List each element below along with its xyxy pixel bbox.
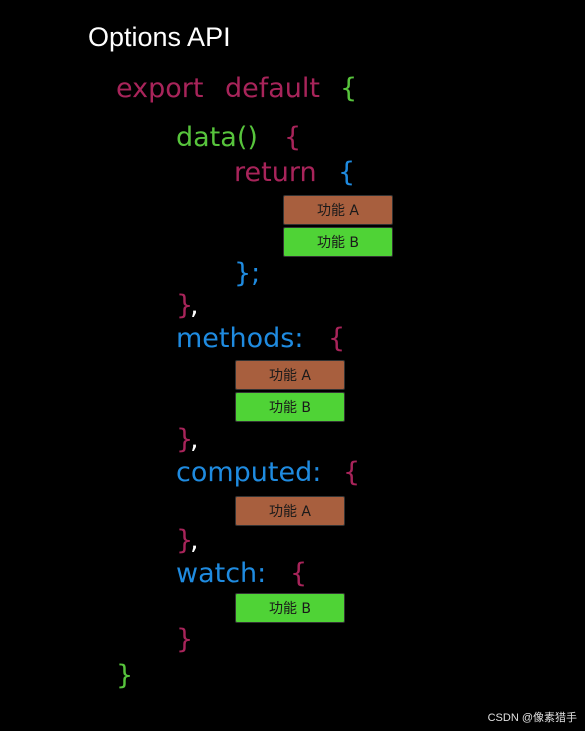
data-function: data() (176, 122, 258, 153)
return-close-brace: }; (234, 258, 261, 289)
return-open-brace: { (338, 157, 356, 188)
watch-open-brace: { (290, 558, 308, 589)
methods-open-brace: { (328, 323, 346, 354)
data-comma: , (190, 290, 199, 321)
feature-a-box-data: 功能 A (283, 195, 393, 225)
default-keyword: default (225, 73, 321, 104)
return-keyword: return (234, 157, 317, 188)
feature-a-box-computed: 功能 A (235, 496, 345, 526)
watch-key: watch: (176, 558, 267, 589)
export-keyword: export (116, 73, 204, 104)
computed-comma: , (190, 525, 199, 556)
computed-key: computed: (176, 457, 322, 488)
watch-close-brace: } (176, 624, 194, 655)
methods-key: methods: (176, 323, 304, 354)
export-open-brace: { (340, 73, 358, 104)
data-close-brace: } (176, 290, 194, 321)
export-close-brace: } (116, 660, 134, 691)
feature-b-box-methods: 功能 B (235, 392, 345, 422)
feature-b-box-watch: 功能 B (235, 593, 345, 623)
watermark: CSDN @像素猎手 (487, 712, 577, 724)
methods-comma: , (190, 424, 199, 455)
data-open-brace: { (284, 122, 302, 153)
feature-a-box-methods: 功能 A (235, 360, 345, 390)
methods-close-brace: } (176, 424, 194, 455)
diagram-title: Options API (88, 22, 231, 52)
feature-b-box-data: 功能 B (283, 227, 393, 257)
computed-close-brace: } (176, 525, 194, 556)
computed-open-brace: { (343, 457, 361, 488)
